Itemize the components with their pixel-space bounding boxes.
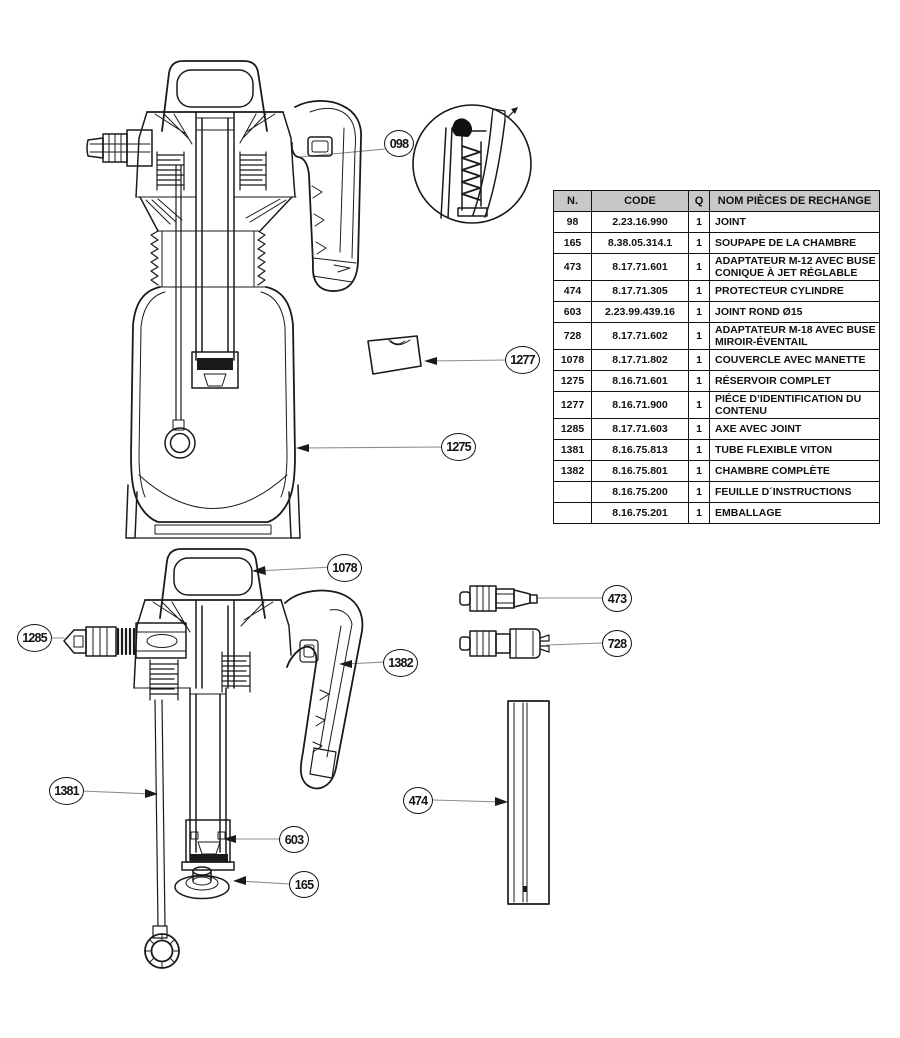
part-n: 1381 bbox=[553, 439, 592, 462]
callout-1078: 1078 bbox=[327, 554, 362, 582]
joint-98-highlight bbox=[452, 118, 473, 137]
col-header-q: Q bbox=[688, 190, 710, 212]
part-n: 98 bbox=[553, 211, 592, 233]
part-code: 8.16.75.813 bbox=[591, 439, 689, 462]
callout-1275: 1275 bbox=[441, 433, 476, 461]
part-name: FEUILLE D´INSTRUCTIONS bbox=[709, 481, 880, 504]
col-header-code: CODE bbox=[591, 190, 689, 212]
part-qty: 1 bbox=[688, 252, 710, 282]
part-code: 8.17.71.601 bbox=[591, 252, 689, 282]
part-n: 165 bbox=[553, 232, 592, 254]
part-code: 8.16.71.900 bbox=[591, 391, 689, 420]
part-n: 474 bbox=[553, 280, 592, 303]
callout-1285: 1285 bbox=[17, 624, 52, 652]
leader-arrowheads bbox=[145, 357, 508, 885]
part-code: 2.23.99.439.16 bbox=[591, 301, 689, 324]
adapter-m18-728 bbox=[459, 628, 550, 659]
part-qty: 1 bbox=[688, 481, 710, 504]
part-n: 728 bbox=[553, 322, 592, 351]
part-qty: 1 bbox=[688, 370, 710, 393]
part-n: 1275 bbox=[553, 370, 592, 393]
part-code: 8.17.71.802 bbox=[591, 349, 689, 372]
part-code: 8.17.71.305 bbox=[591, 280, 689, 303]
part-code: 8.16.75.201 bbox=[591, 502, 689, 525]
lower-sprayer-diagram bbox=[63, 548, 364, 969]
part-name: ADAPTATEUR M-12 AVEC BUSE CONIQUE À JET … bbox=[709, 252, 880, 282]
part-n: 1285 bbox=[553, 418, 592, 441]
part-qty: 1 bbox=[688, 502, 710, 525]
part-code: 8.38.05.314.1 bbox=[591, 232, 689, 254]
part-name: PIÉCE D’IDENTIFICATION DU CONTENU bbox=[709, 391, 880, 420]
part-name: EMBALLAGE bbox=[709, 502, 880, 525]
part-qty: 1 bbox=[688, 391, 710, 420]
part-name: PROTECTEUR CYLINDRE bbox=[709, 280, 880, 303]
part-qty: 1 bbox=[688, 211, 710, 233]
part-qty: 1 bbox=[688, 439, 710, 462]
callout-1382: 1382 bbox=[383, 649, 418, 677]
col-header-name: NOM PIÈCES DE RECHANGE bbox=[709, 190, 880, 212]
callout-165: 165 bbox=[289, 871, 319, 898]
part-n: 473 bbox=[553, 252, 592, 282]
content-id-tag bbox=[367, 335, 422, 375]
part-code: 8.17.71.602 bbox=[591, 322, 689, 351]
callout-474: 474 bbox=[403, 787, 433, 814]
part-qty: 1 bbox=[688, 322, 710, 351]
cylinder-protector-474 bbox=[507, 700, 550, 905]
callout-1381: 1381 bbox=[49, 777, 84, 805]
part-name: SOUPAPE DE LA CHAMBRE bbox=[709, 232, 880, 254]
part-qty: 1 bbox=[688, 418, 710, 441]
part-name: RÉSERVOIR COMPLET bbox=[709, 370, 880, 393]
part-code: 8.16.71.601 bbox=[591, 370, 689, 393]
part-code: 8.17.71.603 bbox=[591, 418, 689, 441]
part-qty: 1 bbox=[688, 301, 710, 324]
part-name: CHAMBRE COMPLÈTE bbox=[709, 460, 880, 483]
part-qty: 1 bbox=[688, 460, 710, 483]
part-name: JOINT bbox=[709, 211, 880, 233]
part-n: 1277 bbox=[553, 391, 592, 420]
callout-473: 473 bbox=[602, 585, 632, 612]
part-name: JOINT ROND Ø15 bbox=[709, 301, 880, 324]
callout-098: 098 bbox=[384, 130, 414, 157]
part-qty: 1 bbox=[688, 349, 710, 372]
part-n: 1078 bbox=[553, 349, 592, 372]
part-name: ADAPTATEUR M-18 AVEC BUSE MIROIR-ÉVENTAI… bbox=[709, 322, 880, 351]
part-code: 8.16.75.801 bbox=[591, 460, 689, 483]
part-n bbox=[553, 502, 592, 525]
part-qty: 1 bbox=[688, 280, 710, 303]
col-header-n: N. bbox=[553, 190, 592, 212]
adapter-m12-473 bbox=[459, 585, 538, 612]
part-n bbox=[553, 481, 592, 504]
leader-lines bbox=[47, 148, 603, 885]
part-qty: 1 bbox=[688, 232, 710, 254]
callout-1277: 1277 bbox=[505, 346, 540, 374]
part-n: 603 bbox=[553, 301, 592, 324]
inset-detail-circle bbox=[412, 104, 532, 224]
callout-603: 603 bbox=[279, 826, 309, 853]
upper-sprayer-diagram bbox=[86, 60, 362, 539]
part-code: 8.16.75.200 bbox=[591, 481, 689, 504]
callout-728: 728 bbox=[602, 630, 632, 657]
table-header-row: N. CODE Q NOM PIÈCES DE RECHANGE bbox=[553, 190, 880, 212]
part-name: AXE AVEC JOINT bbox=[709, 418, 880, 441]
part-name: COUVERCLE AVEC MANETTE bbox=[709, 349, 880, 372]
part-n: 1382 bbox=[553, 460, 592, 483]
part-code: 2.23.16.990 bbox=[591, 211, 689, 233]
part-name: TUBE FLEXIBLE VITON bbox=[709, 439, 880, 462]
